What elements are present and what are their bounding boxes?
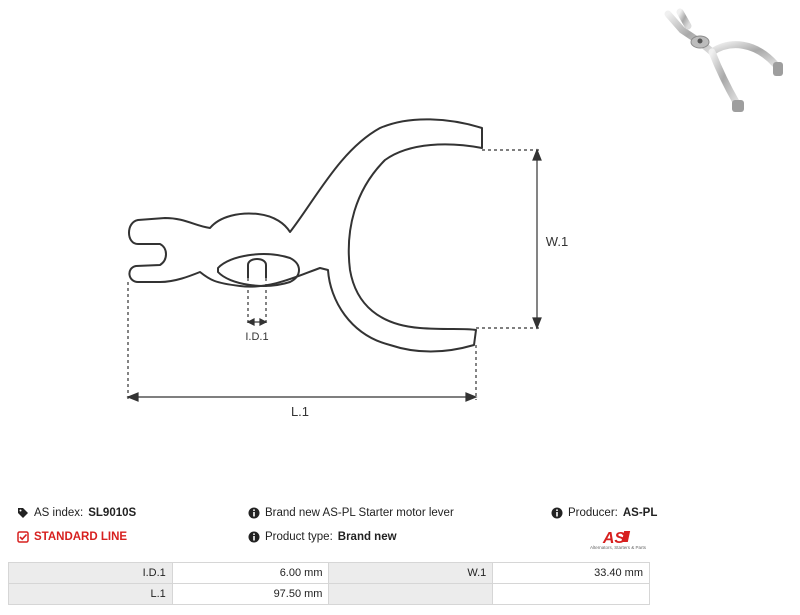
checkbox-checked-icon xyxy=(17,531,29,543)
producer-value: AS-PL xyxy=(622,507,658,519)
spec-label: L.1 xyxy=(8,583,173,605)
info-icon xyxy=(248,531,260,543)
logo-caption: Alternators, Starters & Parts xyxy=(589,545,647,550)
info-icon xyxy=(551,507,563,519)
spec-value: 6.00 mm xyxy=(171,562,330,584)
spec-label: I.D.1 xyxy=(8,562,173,584)
as-index-label: AS index: xyxy=(34,507,84,519)
product-type-value: Brand new xyxy=(337,531,397,543)
product-type-label: Product type: xyxy=(265,531,333,543)
spec-value: 33.40 mm xyxy=(492,562,650,584)
technical-drawing: W.1 I.D.1 L.1 xyxy=(126,118,568,419)
tag-icon xyxy=(18,508,28,518)
dimension-lines xyxy=(126,148,542,402)
info-icon xyxy=(248,507,260,519)
l1-label: L.1 xyxy=(291,404,309,419)
producer-label: Producer: xyxy=(568,507,618,519)
standard-line-row: STANDARD LINE xyxy=(17,531,127,543)
specs-table: I.D.1 6.00 mm W.1 33.40 mm L.1 97.50 mm xyxy=(8,562,650,605)
table-row: I.D.1 6.00 mm W.1 33.40 mm xyxy=(8,562,650,584)
as-index-row: AS index: SL9010S xyxy=(17,507,136,519)
logo-text: AS xyxy=(602,530,626,547)
extension-lines xyxy=(127,149,540,400)
producer-row: Producer: AS-PL xyxy=(551,507,657,519)
spec-label xyxy=(328,583,494,605)
lever-outline xyxy=(128,118,483,353)
spec-value: 97.50 mm xyxy=(171,583,330,605)
as-pl-logo: AS xyxy=(602,530,631,547)
w1-label: W.1 xyxy=(546,234,568,249)
description-row: Brand new AS-PL Starter motor lever xyxy=(248,507,454,519)
product-info: AS index: SL9010S STANDARD LINE Brand ne… xyxy=(0,500,800,560)
product-description: Brand new AS-PL Starter motor lever xyxy=(265,507,454,519)
product-type-row: Product type: Brand new xyxy=(248,531,397,543)
id1-label: I.D.1 xyxy=(245,331,268,343)
product-photo xyxy=(664,8,783,112)
spec-value xyxy=(492,583,650,605)
table-row: L.1 97.50 mm xyxy=(8,583,650,605)
spec-label: W.1 xyxy=(328,562,494,584)
as-index-value: SL9010S xyxy=(88,507,137,519)
standard-line-label: STANDARD LINE xyxy=(34,531,128,543)
